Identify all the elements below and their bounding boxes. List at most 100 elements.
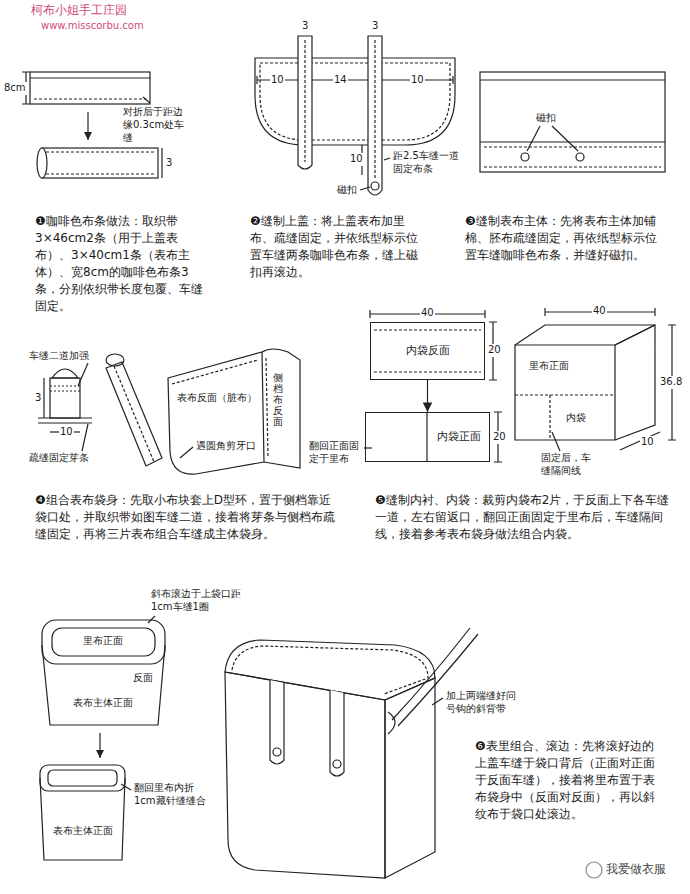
dimension: 10	[270, 74, 285, 87]
node-text: 内袋正面	[437, 430, 481, 444]
callout-note: 疏缝固定芽条	[28, 452, 90, 465]
lining-figure	[364, 308, 676, 462]
part-label: 里布正面	[82, 635, 124, 648]
body-panel-figure	[480, 72, 665, 172]
callout-note: 加上两端缝好问号钩的斜背带	[445, 690, 525, 716]
strip-figure-line	[46, 152, 154, 174]
part-label: 表布反面（脏布）	[176, 392, 258, 405]
callout-note: 磁扣	[535, 112, 557, 125]
assembly-figure-line	[42, 645, 165, 725]
strip-figure-line	[143, 97, 150, 103]
dimension: 8cm	[3, 82, 27, 95]
d-ring-figure-line	[43, 378, 44, 418]
body-panel-figure-line	[480, 141, 665, 142]
dimension: 3	[165, 157, 173, 170]
d-ring-figure-line	[106, 362, 162, 466]
part-label: 内袋	[565, 412, 587, 425]
assembly-figure-line	[333, 760, 341, 768]
part-label: 表布主体正面	[52, 825, 114, 838]
assembly-figure-line	[385, 678, 435, 878]
step-caption: ❷缝制上盖：将上盖表布加里布、疏缝固定，并依纸型标示位置车缝两条咖啡色布条，缝上…	[250, 213, 425, 281]
strip-figure-line	[161, 148, 162, 178]
bag-shell-figure-line	[180, 447, 193, 458]
flap-figure-line	[304, 40, 305, 162]
flap-figure-line	[384, 158, 390, 160]
d-ring-figure-line	[50, 386, 80, 391]
pattern-piece: 内袋正面	[365, 412, 490, 462]
bag-shell-figure-line	[168, 352, 264, 474]
assembly-figure-line	[270, 680, 284, 764]
bag-shell-figure-line	[262, 349, 300, 468]
callout-note: 斜布滚边于上袋口距1cm车缝1圈	[150, 588, 262, 614]
assembly-figure-line	[225, 672, 385, 878]
part-label: 侧档布反面	[273, 372, 283, 427]
callout-note: 车缝二道加强	[28, 350, 90, 363]
d-ring-figure-line	[82, 424, 88, 451]
step-caption: ❸缝制表布主体：先将表布主体加铺棉、胚布疏缝固定，再依纸型标示位置车缝咖啡色布条…	[465, 213, 665, 264]
pattern-piece: 内袋反面	[370, 322, 485, 380]
bag-shell-figure-line	[266, 358, 268, 458]
step-caption: ❺缝制内衬、内袋：裁剪内袋布2片，于反面上下各车缝一道，左右留返口，翻回正面固定…	[375, 492, 670, 543]
arrow-connector	[427, 380, 428, 412]
d-ring-figure-line	[38, 418, 92, 423]
dimension: 10	[349, 153, 364, 166]
part-label: 里布正面	[528, 360, 570, 373]
dimension: 40	[592, 305, 607, 318]
dimension: 36.8	[659, 376, 683, 389]
lining-figure-line	[615, 325, 655, 440]
strip-figure-line	[34, 98, 146, 99]
d-ring-figure-line	[52, 369, 78, 378]
strip-figure-line	[87, 112, 88, 140]
body-panel-figure-line	[480, 72, 665, 172]
callout-note: 对折后于距边缘0.3cm处车缝	[122, 106, 192, 144]
flap-figure-line	[298, 36, 312, 169]
d-ring-figure-line	[78, 363, 88, 386]
flap-figure-line	[368, 36, 382, 195]
assembly-figure-line	[52, 628, 155, 656]
lining-figure-line	[426, 412, 427, 462]
watermark-url: www.misscorbu.com	[40, 20, 145, 33]
part-label: 表布主体正面	[72, 697, 134, 710]
dimension: 14	[333, 74, 348, 87]
assembly-figure-line	[273, 748, 281, 756]
dimension: 3	[371, 20, 379, 33]
dimension: 10	[59, 426, 74, 439]
assembly-figure-line	[148, 616, 155, 623]
assembly-figure-line	[330, 690, 344, 776]
lining-figure-line	[620, 432, 660, 450]
assembly-figure-line	[388, 712, 395, 734]
callout-note: 磁扣	[336, 184, 358, 197]
assembly-figure	[40, 616, 478, 878]
illustration-line	[22, 36, 676, 878]
watermark: 柯布小姐手工庄园	[30, 3, 128, 18]
dimension: 20	[492, 431, 507, 444]
flap-figure-line	[255, 58, 455, 145]
strip-figure-line	[30, 77, 150, 78]
assembly-figure-line	[48, 770, 117, 786]
assembly-figure-line	[40, 778, 125, 860]
dimension: 40	[420, 307, 435, 320]
assembly-figure-line	[40, 765, 125, 791]
assembly-figure-line	[232, 646, 428, 694]
assembly-figure-line	[99, 733, 100, 758]
dimension: 20	[487, 344, 502, 357]
step-caption: ❶咖啡色布条做法：取织带3×46cm2条（用于上盖表布）、3×40cm1条（表布…	[35, 213, 210, 315]
flap-figure-line	[371, 182, 379, 190]
step-caption: ❹组合表布袋身：先取小布块套上D型环，置于侧档靠近袋口处，并取织带如图车缝二道，…	[35, 492, 335, 543]
bag-shell-figure-line	[172, 360, 258, 384]
bag-shell-figure	[168, 349, 300, 474]
dimension: 3	[301, 20, 309, 33]
body-panel-figure-line	[521, 153, 529, 161]
callout-note: 距2.5车缝一道固定布条	[392, 150, 466, 176]
step-caption: ❻表里组合、滚边：先将滚好边的上盖车缝于袋口背后（正面对正面于反面车缝），接着将…	[475, 738, 665, 823]
callout-note: 翻回里布内折1cm藏针缝缝合	[133, 782, 211, 808]
lining-figure-line	[552, 432, 560, 451]
watermark-icon	[586, 862, 602, 878]
callout-note: 固定后，车缝隔间线	[540, 452, 598, 478]
body-panel-figure-line	[480, 79, 665, 80]
dimension: 10	[410, 74, 425, 87]
watermark: 我爱做衣服	[605, 862, 667, 877]
body-panel-figure-line	[576, 153, 584, 161]
part-label: 反面	[132, 672, 154, 685]
callout-note: 遇圆角剪牙口	[195, 440, 257, 453]
